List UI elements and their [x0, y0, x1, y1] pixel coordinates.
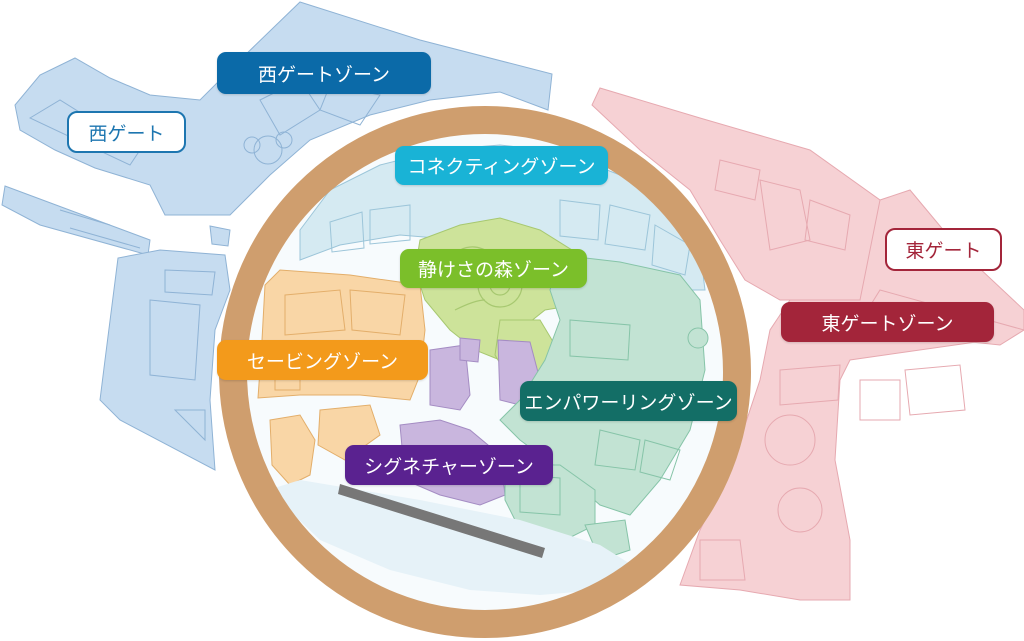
zone-label-empowering-text: エンパワーリングゾーン — [524, 391, 733, 414]
gate-label-east[interactable]: 東ゲート — [885, 228, 1002, 271]
zone-label-west-text: 西ゲートゾーン — [257, 63, 391, 86]
signature-zone-area-4[interactable] — [459, 337, 481, 363]
zone-label-forest[interactable]: 静けさの森ゾーン — [400, 249, 587, 288]
roof-bridge — [338, 484, 545, 558]
zone-label-east[interactable]: 東ゲートゾーン — [781, 302, 994, 342]
signature-zone-area-1[interactable] — [429, 344, 471, 411]
zone-label-saving-text: セービングゾーン — [246, 350, 399, 373]
east-building-outlines — [699, 159, 966, 581]
zone-label-signature-text: シグネチャーゾーン — [364, 455, 534, 478]
zone-label-east-text: 東ゲートゾーン — [821, 312, 954, 335]
water-plaza — [268, 480, 640, 595]
gate-label-west-text: 西ゲート — [88, 122, 165, 145]
zone-label-saving[interactable]: セービングゾーン — [217, 340, 428, 380]
connecting-building-outlines — [329, 199, 691, 276]
zone-label-connecting[interactable]: コネクティングゾーン — [395, 146, 608, 185]
zone-label-empowering[interactable]: エンパワーリングゾーン — [520, 381, 737, 421]
empowering-pond — [687, 327, 709, 349]
zone-label-signature[interactable]: シグネチャーゾーン — [345, 445, 553, 485]
zone-label-connecting-text: コネクティングゾーン — [407, 156, 596, 178]
zone-label-west[interactable]: 西ゲートゾーン — [217, 52, 431, 94]
gate-label-west[interactable]: 西ゲート — [67, 111, 186, 153]
zone-label-forest-text: 静けさの森ゾーン — [417, 259, 570, 281]
saving-zone-area-south[interactable] — [269, 414, 316, 486]
gate-label-east-text: 東ゲート — [905, 240, 982, 262]
